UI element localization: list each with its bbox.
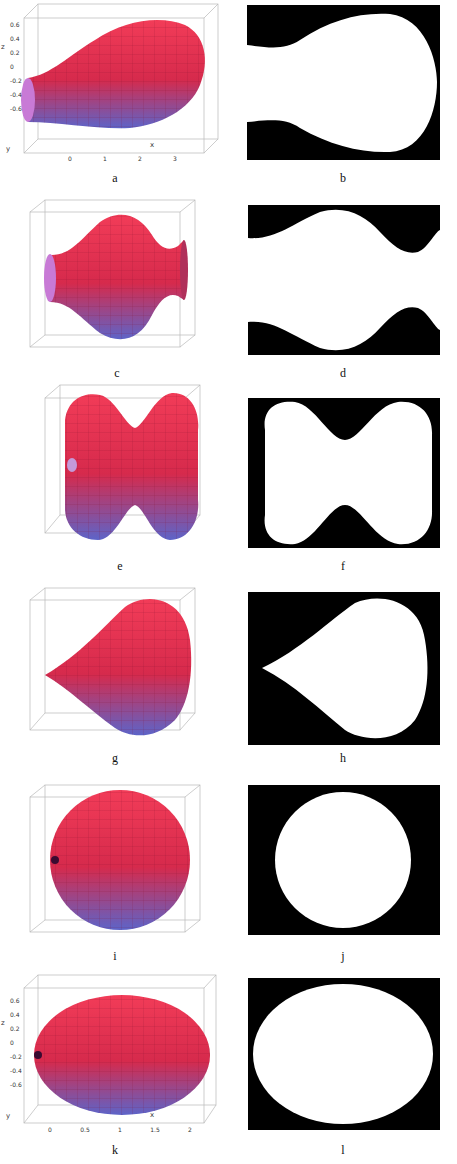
panel-letter: c	[114, 367, 119, 379]
tick-value: 0.6	[10, 22, 20, 28]
axis-name: y	[6, 146, 10, 153]
panel-letter: h	[340, 752, 346, 764]
axis-name: y	[6, 1113, 10, 1120]
tick-value: 0.2	[10, 1026, 20, 1032]
surface-3d	[21, 20, 210, 1115]
tick-value: -0.2	[10, 78, 22, 84]
binary-silhouette	[247, 5, 440, 1130]
panel-letter: l	[341, 1144, 344, 1156]
panel-letter: g	[112, 752, 118, 764]
tick-value: -0.6	[10, 106, 22, 112]
tick-value: 2	[188, 1127, 192, 1133]
tick-value: 0.5	[80, 1127, 90, 1133]
tick-value: 1	[118, 1127, 122, 1133]
axis-name: x	[150, 1112, 154, 1119]
axis-name: z	[1, 1020, 5, 1027]
tick-value: 0	[48, 1127, 52, 1133]
tick-value: 0.2	[10, 50, 20, 56]
tick-value: -0.4	[10, 92, 22, 98]
panel-letter: e	[117, 560, 122, 572]
tick-value: 0.6	[10, 998, 20, 1004]
tick-value: 0	[10, 64, 14, 70]
panel-letter: a	[112, 172, 117, 184]
tick-value: 2	[138, 156, 142, 162]
tick-value: 3	[173, 156, 177, 162]
tick-value: 0.4	[10, 1012, 20, 1018]
tick-value: 1	[103, 156, 107, 162]
tick-value: 0	[68, 156, 72, 162]
tick-value: 0	[10, 1040, 14, 1046]
tick-value: 1.5	[150, 1127, 160, 1133]
tick-value: 0.4	[10, 36, 20, 42]
tick-value: -0.6	[10, 1082, 22, 1088]
axes-box	[24, 4, 218, 1123]
tick-value: -0.2	[10, 1054, 22, 1060]
axis-name: z	[1, 44, 5, 51]
panel-letter: j	[341, 950, 344, 962]
panel-letter: f	[341, 560, 345, 572]
panel-letter: d	[340, 367, 346, 379]
axis-name: x	[150, 142, 154, 149]
panel-letter: b	[340, 172, 346, 184]
tick-value: -0.4	[10, 1068, 22, 1074]
panel-letter: k	[112, 1144, 118, 1156]
panel-letter: i	[113, 950, 116, 962]
